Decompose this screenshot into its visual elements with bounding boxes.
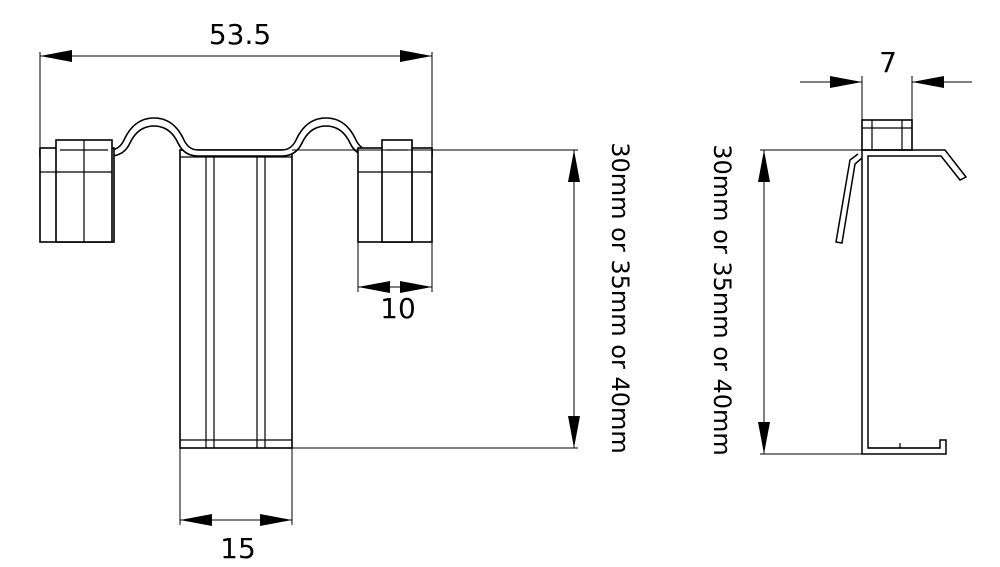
dimension-label-side-thickness: 7 <box>879 46 897 79</box>
right-clip <box>357 139 433 243</box>
dimension-body-width: 15 <box>179 448 293 565</box>
left-clip <box>39 139 115 243</box>
side-top-block <box>861 119 913 151</box>
front-view: 53.5 10 15 30mm or 35mm or 40 <box>39 18 634 565</box>
dimension-label-overall-width: 53.5 <box>209 18 271 51</box>
dimension-label-tab-width: 10 <box>380 292 416 325</box>
dimension-side-thickness: 7 <box>800 46 972 120</box>
dimension-tab-width: 10 <box>357 242 433 325</box>
dimension-label-body-width: 15 <box>220 532 256 565</box>
center-body <box>179 149 293 449</box>
dimension-overall-width: 53.5 <box>39 18 433 148</box>
dimension-height-side: 30mm or 35mm or 40mm <box>708 144 862 456</box>
side-view: 7 30mm or 35mm or 40mm <box>708 46 972 456</box>
side-profile <box>835 149 968 455</box>
dimension-label-height-side: 30mm or 35mm or 40mm <box>708 144 736 456</box>
dimension-height-front: 30mm or 35mm or 40mm <box>292 142 634 454</box>
dimension-label-height-front: 30mm or 35mm or 40mm <box>606 142 634 454</box>
